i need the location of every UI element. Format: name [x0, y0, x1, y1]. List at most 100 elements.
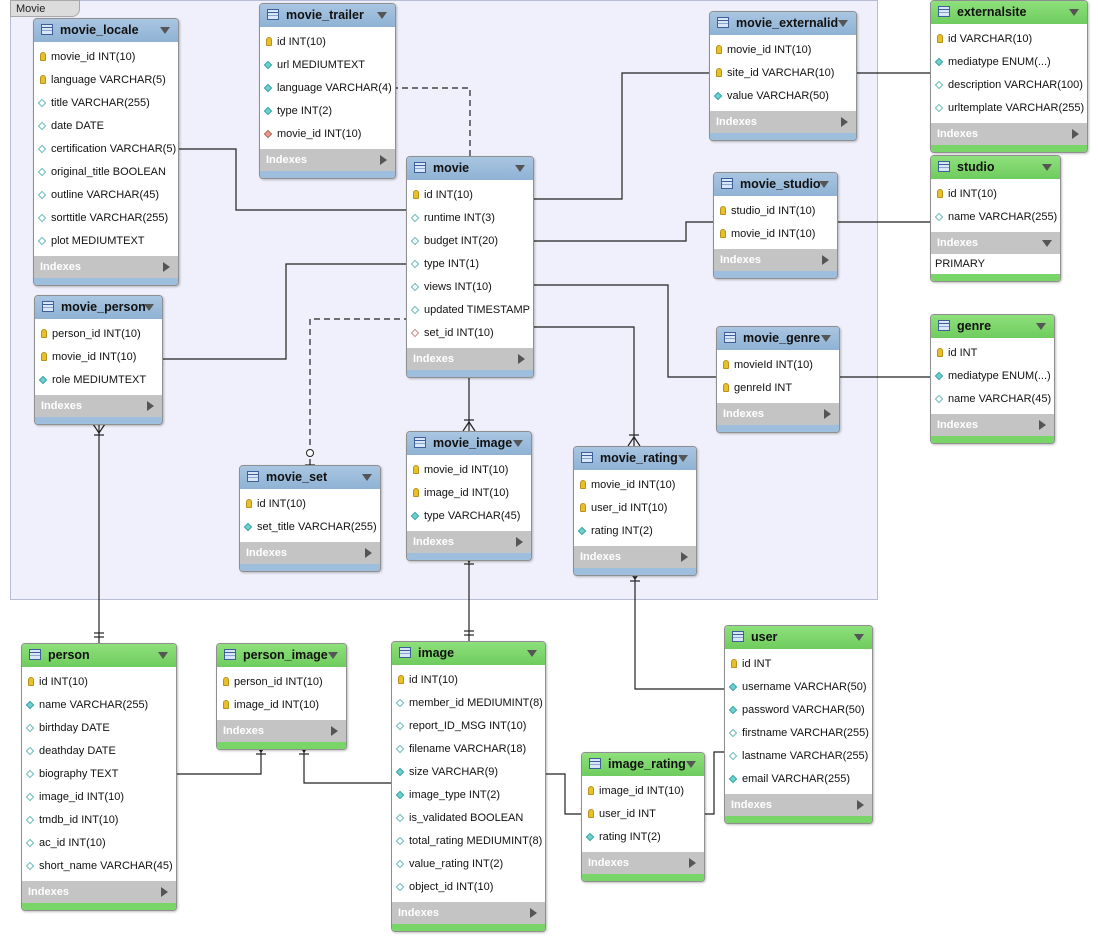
table-header[interactable]: movie_image [407, 432, 531, 455]
indexes-section[interactable]: Indexes [725, 794, 872, 816]
column-row[interactable]: image_id INT(10) [407, 482, 531, 505]
column-row[interactable]: original_title BOOLEAN [34, 161, 178, 184]
column-row[interactable]: urltemplate VARCHAR(255) [931, 97, 1087, 120]
indexes-section[interactable]: Indexes [717, 403, 839, 425]
column-row[interactable]: image_type INT(2) [392, 784, 545, 807]
column-row[interactable]: certification VARCHAR(5) [34, 138, 178, 161]
column-row[interactable]: username VARCHAR(50) [725, 676, 872, 699]
collapse-icon[interactable] [1069, 9, 1079, 16]
indexes-section[interactable]: Indexes [35, 395, 162, 417]
collapse-icon[interactable] [821, 335, 831, 342]
column-row[interactable]: short_name VARCHAR(45) [22, 855, 176, 878]
column-row[interactable]: set_id INT(10) [407, 322, 533, 345]
column-row[interactable]: user_id INT [582, 803, 704, 826]
indexes-section[interactable]: Indexes [260, 149, 395, 171]
table-header[interactable]: person [22, 644, 176, 667]
indexes-section[interactable]: Indexes [217, 720, 346, 742]
column-row[interactable]: id INT(10) [240, 493, 380, 516]
column-row[interactable]: date DATE [34, 115, 178, 138]
collapse-icon[interactable] [854, 634, 864, 641]
collapse-icon[interactable] [678, 455, 688, 462]
column-row[interactable]: views INT(10) [407, 276, 533, 299]
indexes-section[interactable]: Indexes [710, 111, 856, 133]
collapse-icon[interactable] [144, 304, 154, 311]
collapse-icon[interactable] [158, 652, 168, 659]
collapse-icon[interactable] [328, 652, 338, 659]
column-row[interactable]: password VARCHAR(50) [725, 699, 872, 722]
column-row[interactable]: title VARCHAR(255) [34, 92, 178, 115]
table-header[interactable]: movie_studio [714, 173, 837, 196]
expand-right-icon[interactable] [1039, 420, 1046, 430]
column-row[interactable]: firstname VARCHAR(255) [725, 722, 872, 745]
column-row[interactable]: image_id INT(10) [22, 786, 176, 809]
column-row[interactable]: sorttitle VARCHAR(255) [34, 207, 178, 230]
expand-right-icon[interactable] [161, 887, 168, 897]
table-header[interactable]: externalsite [931, 1, 1087, 24]
column-row[interactable]: id INT [725, 653, 872, 676]
column-row[interactable]: id INT(10) [22, 671, 176, 694]
column-row[interactable]: rating INT(2) [574, 520, 696, 543]
indexes-section[interactable]: Indexes [931, 232, 1060, 254]
indexes-section[interactable]: Indexes [392, 902, 545, 924]
column-row[interactable]: person_id INT(10) [217, 671, 346, 694]
indexes-section[interactable]: Indexes [574, 546, 696, 568]
indexes-section[interactable]: Indexes [714, 249, 837, 271]
table-movie-image[interactable]: movie_image movie_id INT(10)image_id INT(… [406, 431, 532, 561]
expand-right-icon[interactable] [681, 552, 688, 562]
expand-down-icon[interactable] [1042, 240, 1052, 247]
column-row[interactable]: email VARCHAR(255) [725, 768, 872, 791]
column-row[interactable]: total_rating MEDIUMINT(8) [392, 830, 545, 853]
expand-right-icon[interactable] [689, 858, 696, 868]
expand-right-icon[interactable] [822, 255, 829, 265]
column-row[interactable]: language VARCHAR(4) [260, 77, 395, 100]
column-row[interactable]: member_id MEDIUMINT(8) [392, 692, 545, 715]
indexes-section[interactable]: Indexes [22, 881, 176, 903]
table-header[interactable]: user [725, 626, 872, 649]
table-movie-genre[interactable]: movie_genre movieId INT(10)genreId INT Ind… [716, 326, 840, 433]
table-header[interactable]: movie_genre [717, 327, 839, 350]
expand-right-icon[interactable] [365, 548, 372, 558]
table-header[interactable]: movie [407, 157, 533, 180]
collapse-icon[interactable] [1036, 323, 1046, 330]
expand-right-icon[interactable] [163, 262, 170, 272]
column-row[interactable]: report_ID_MSG INT(10) [392, 715, 545, 738]
column-row[interactable]: id INT(10) [260, 31, 395, 54]
indexes-section[interactable]: Indexes [931, 414, 1054, 436]
column-row[interactable]: genreId INT [717, 377, 839, 400]
column-row[interactable]: language VARCHAR(5) [34, 69, 178, 92]
column-row[interactable]: movie_id INT(10) [260, 123, 395, 146]
table-header[interactable]: movie_externalid [710, 12, 856, 35]
column-row[interactable]: rating INT(2) [582, 826, 704, 849]
table-header[interactable]: movie_locale [34, 19, 178, 42]
column-row[interactable]: movie_id INT(10) [714, 223, 837, 246]
column-row[interactable]: image_id INT(10) [217, 694, 346, 717]
column-row[interactable]: size VARCHAR(9) [392, 761, 545, 784]
collapse-icon[interactable] [362, 474, 372, 481]
column-row[interactable]: filename VARCHAR(18) [392, 738, 545, 761]
collapse-icon[interactable] [838, 20, 848, 27]
column-row[interactable]: value VARCHAR(50) [710, 85, 856, 108]
column-row[interactable]: id INT(10) [931, 183, 1060, 206]
table-header[interactable]: movie_rating [574, 447, 696, 470]
column-row[interactable]: movie_id INT(10) [407, 459, 531, 482]
column-row[interactable]: budget INT(20) [407, 230, 533, 253]
collapse-icon[interactable] [819, 181, 829, 188]
column-row[interactable]: outline VARCHAR(45) [34, 184, 178, 207]
table-header[interactable]: movie_trailer [260, 4, 395, 27]
column-row[interactable]: movieId INT(10) [717, 354, 839, 377]
column-row[interactable]: is_validated BOOLEAN [392, 807, 545, 830]
column-row[interactable]: movie_id INT(10) [574, 474, 696, 497]
column-row[interactable]: id VARCHAR(10) [931, 28, 1087, 51]
column-row[interactable]: object_id INT(10) [392, 876, 545, 899]
indexes-section[interactable]: Indexes [34, 256, 178, 278]
